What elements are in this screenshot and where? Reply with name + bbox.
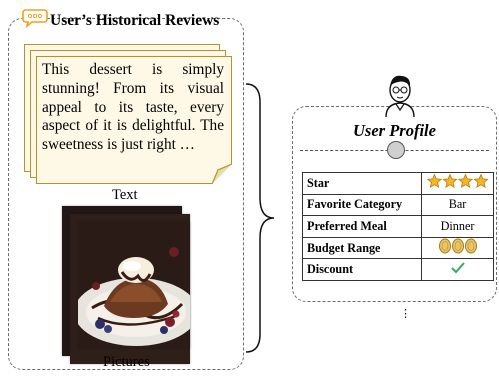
- table-row: Star: [302, 172, 494, 195]
- review-text: This dessert is simply stunning! From it…: [42, 61, 224, 154]
- dessert-photo: [78, 222, 190, 348]
- attribute-cell: Budget Range: [302, 236, 422, 260]
- attribute-cell: Star: [302, 172, 422, 195]
- budget-cell: [421, 236, 494, 260]
- value-cell: Bar: [421, 193, 494, 217]
- profile-divider-knob: [387, 141, 405, 159]
- coin-icon: [451, 238, 464, 254]
- page-fold-icon: [212, 164, 232, 184]
- star-icon: [441, 173, 458, 188]
- attribute-cell: Preferred Meal: [302, 215, 422, 238]
- coin-icon: [464, 238, 477, 254]
- value-cell: Dinner: [421, 215, 494, 238]
- table-row: Favorite Category Bar: [302, 193, 494, 217]
- star-icon: [472, 173, 489, 188]
- table-row: Budget Range: [302, 236, 494, 260]
- coin-inner-ring: [454, 241, 461, 251]
- table-row: Preferred Meal Dinner: [302, 215, 494, 238]
- checkmark-icon: [450, 262, 465, 274]
- four-stars-icon: [426, 173, 489, 188]
- attribute-cell: Discount: [302, 258, 422, 281]
- coin-inner-ring: [467, 241, 474, 251]
- star-icon: [457, 173, 473, 188]
- user-profile-title: User Profile: [353, 121, 436, 140]
- coin-icon: [438, 238, 451, 254]
- reviews-panel-title: User’s Historical Reviews: [50, 12, 220, 29]
- pictures-label: Pictures: [103, 354, 150, 370]
- speech-bubble-icon: [22, 9, 48, 28]
- star-icon: [426, 173, 442, 188]
- star-rating-cell: [421, 172, 494, 195]
- right-curly-brace: [245, 83, 275, 353]
- more-rows-indicator: ⋮: [400, 308, 411, 320]
- review-card-front: [36, 56, 232, 184]
- three-coins-icon: [438, 238, 477, 254]
- coin-inner-ring: [441, 241, 448, 251]
- table-row: Discount: [302, 258, 494, 281]
- dessert-illustration: [78, 222, 190, 348]
- attribute-cell: Favorite Category: [302, 193, 422, 217]
- text-label: Text: [112, 187, 138, 203]
- user-avatar-icon: [385, 75, 415, 118]
- user-profile-table: Star Favorite Category Bar Preferred Mea…: [302, 172, 494, 281]
- discount-cell: [421, 258, 494, 281]
- reviews-panel: [8, 18, 244, 370]
